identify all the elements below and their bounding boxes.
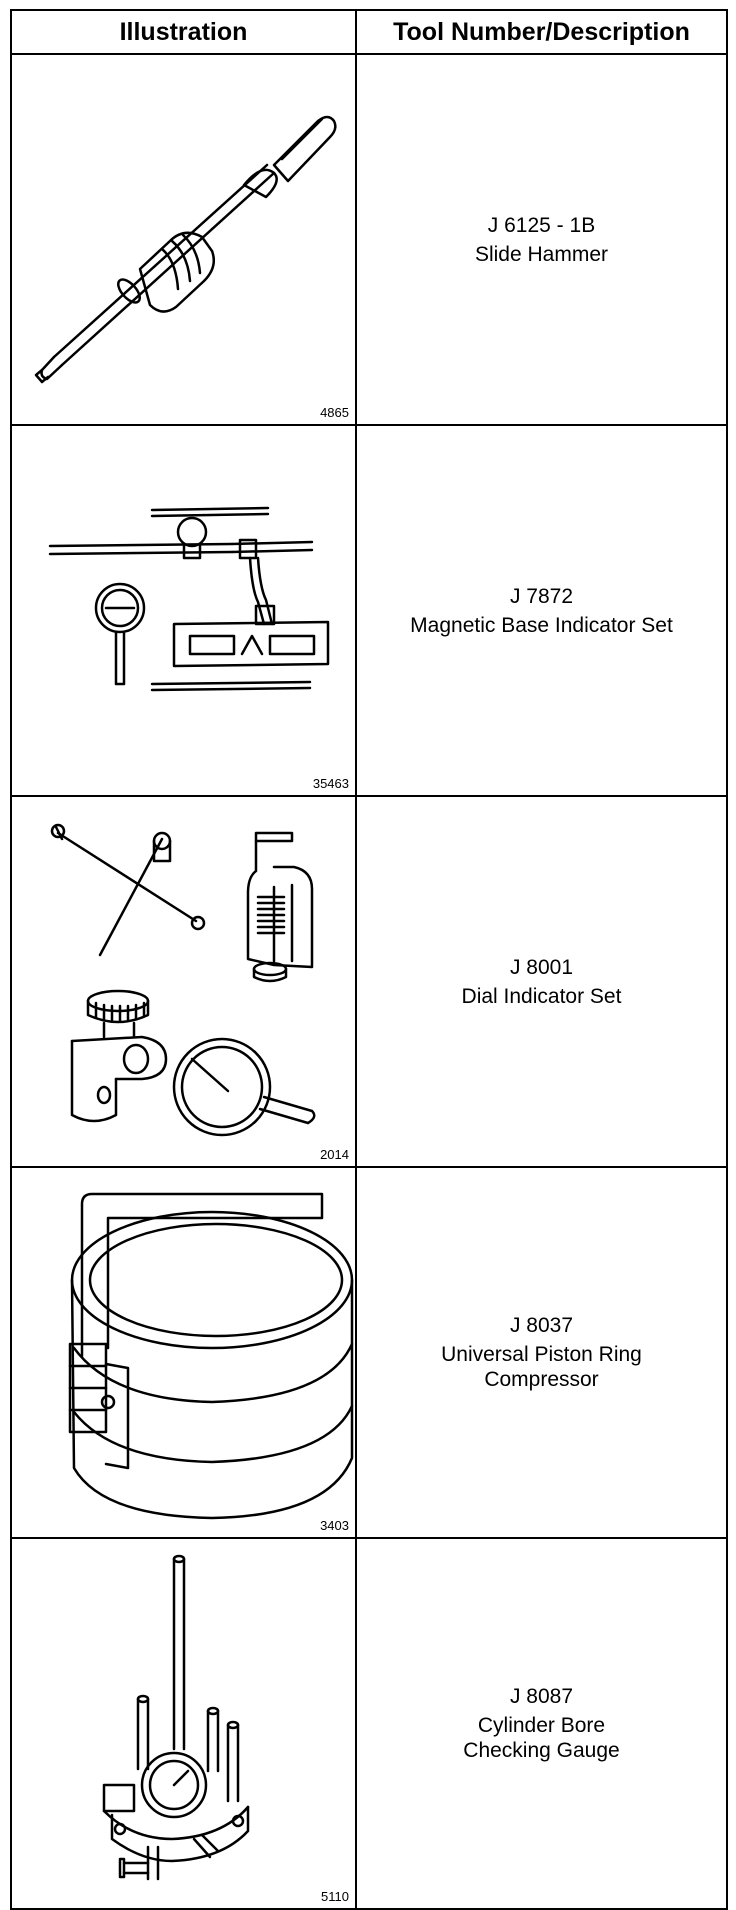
tool-number: J 8001 — [509, 955, 574, 979]
figure-number: 35463 — [312, 776, 349, 791]
illustration-cell: 3403 — [10, 1166, 357, 1539]
tool-number: J 8087 — [509, 1685, 574, 1708]
cylinder-bore-gauge-icon — [102, 1554, 250, 1881]
tool-description: Dial Indicator Set — [461, 984, 622, 1008]
slide-hammer-icon — [34, 115, 337, 384]
figure-number: 5110 — [321, 1889, 349, 1904]
table-row: 35463 J 7872 Magnetic Base Indicator Set — [10, 424, 728, 797]
illustration-cell: 4865 — [10, 53, 357, 426]
tool-number: J 8037 — [509, 1314, 574, 1337]
tool-description: Magnetic Base Indicator Set — [410, 613, 673, 637]
description-cell: J 8001 Dial Indicator Set — [355, 795, 728, 1168]
table-row: 4865 J 6125 - 1B Slide Hammer — [10, 53, 728, 426]
piston-ring-compressor-icon — [68, 1192, 354, 1520]
table-row: 5110 J 8087 Cylinder Bore Checking Gauge — [10, 1537, 728, 1910]
description-cell: J 6125 - 1B Slide Hammer — [355, 53, 728, 426]
description-cell: J 7872 Magnetic Base Indicator Set — [355, 424, 728, 797]
figure-number: 3403 — [320, 1518, 349, 1533]
description-cell: J 8037 Universal Piston Ring Compressor — [355, 1166, 728, 1539]
tool-number: J 7872 — [509, 584, 574, 608]
header-tool-number-description: Tool Number/Description — [355, 9, 728, 55]
magnetic-base-indicator-icon — [48, 506, 330, 692]
tool-number: J 6125 - 1B — [487, 213, 596, 237]
table-row: 2014 J 8001 Dial Indicator Set — [10, 795, 728, 1168]
tool-description: Cylinder Bore Checking Gauge — [463, 1714, 620, 1762]
figure-number: 2014 — [320, 1147, 349, 1162]
tool-description: Universal Piston Ring Compressor — [441, 1343, 642, 1391]
description-cell: J 8087 Cylinder Bore Checking Gauge — [355, 1537, 728, 1910]
header-illustration: Illustration — [10, 9, 357, 55]
illustration-cell: 2014 — [10, 795, 357, 1168]
illustration-cell: 35463 — [10, 424, 357, 797]
figure-number: 4865 — [320, 405, 349, 420]
table-row: 3403 J 8037 Universal Piston Ring Compre… — [10, 1166, 728, 1539]
header-row: Illustration Tool Number/Description — [10, 9, 728, 55]
illustration-cell: 5110 — [10, 1537, 357, 1910]
dial-indicator-set-icon — [50, 823, 316, 1137]
tool-description: Slide Hammer — [474, 242, 609, 266]
special-tools-table: Illustration Tool Number/Description — [10, 9, 728, 1910]
